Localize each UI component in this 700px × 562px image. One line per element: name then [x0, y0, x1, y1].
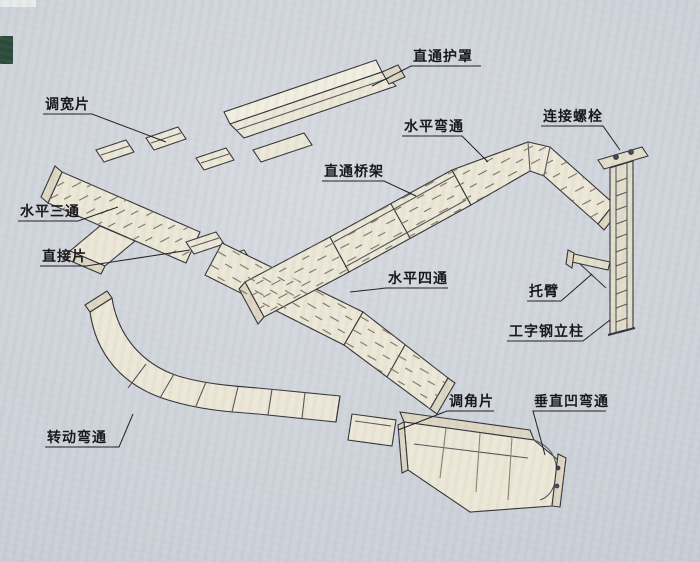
horizontal-bend-part: [452, 142, 620, 230]
i-beam-column-part: [598, 147, 648, 335]
label-connecting-bolt: 连接螺栓: [543, 108, 603, 124]
label-direct-piece: 直接片: [42, 248, 87, 264]
leader-horizontal-cross: [350, 288, 448, 292]
bolt-icon: [556, 466, 560, 470]
label-horizontal-cross: 水平四通: [388, 270, 448, 286]
leader-straight-cover: [372, 66, 481, 86]
leader-rotating-bend: [45, 414, 133, 447]
label-horizontal-tee: 水平三通: [20, 203, 80, 219]
bolt-icon: [555, 484, 559, 488]
label-i-beam-column: 工字钢立柱: [509, 323, 584, 339]
label-straight-cover: 直通护罩: [413, 48, 473, 64]
leader-straight-tray: [322, 181, 416, 196]
leader-width-adjust-piece: [43, 114, 166, 142]
horizontal-cross-part: [205, 237, 363, 345]
leader-connecting-bolt: [541, 126, 620, 150]
label-width-adjust-piece: 调宽片: [45, 96, 90, 112]
photo-corner-light-strip: [0, 0, 36, 7]
bolt-icon: [614, 155, 619, 160]
leader-angle-adjust-piece: [398, 411, 494, 430]
vertical-concave-bend-part: [398, 412, 566, 512]
leader-vertical-concave-bend: [533, 411, 606, 455]
leader-lines: [18, 66, 620, 455]
label-rotating-bend: 转动弯通: [47, 429, 107, 445]
label-angle-adjust-piece: 调角片: [449, 393, 494, 409]
straight-tray-part: [330, 170, 471, 272]
label-vertical-concave-bend: 垂直凹弯通: [534, 393, 609, 409]
leader-direct-piece: [40, 250, 190, 266]
se-tray-part: [344, 312, 455, 414]
leader-horizontal-tee: [18, 207, 118, 221]
angle-adjust-piece-part: [348, 414, 396, 446]
horizontal-tee-part: [41, 166, 200, 274]
label-straight-tray: 直通桥架: [324, 163, 384, 179]
label-horizontal-bend: 水平弯通: [404, 118, 464, 134]
photo-edge-green-mark: [0, 36, 13, 64]
leader-i-beam-column: [507, 320, 610, 341]
rotating-bend-part: [85, 291, 340, 422]
leader-horizontal-bend: [402, 136, 488, 162]
bolt-icon: [629, 150, 634, 155]
label-bracket: 托臂: [529, 283, 559, 299]
width-adjust-plates-part: [96, 127, 234, 170]
leader-bracket: [527, 274, 592, 301]
bracket-part: [566, 250, 610, 288]
straight-cover-part: [224, 60, 405, 162]
